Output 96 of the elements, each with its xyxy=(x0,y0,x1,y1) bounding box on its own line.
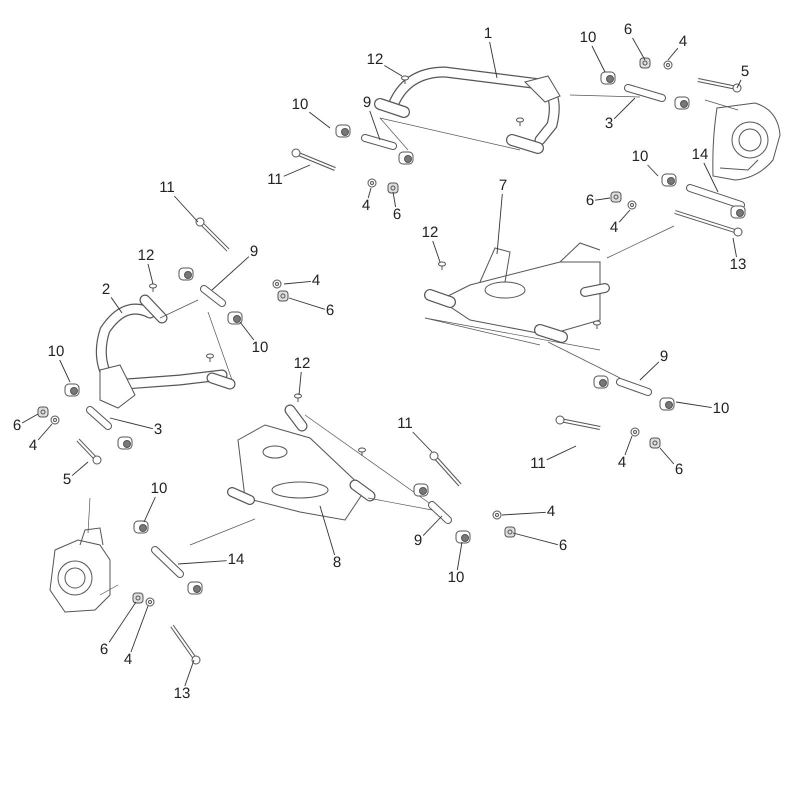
leader-line xyxy=(174,196,198,222)
leader-line xyxy=(284,281,312,284)
callout-number: 2 xyxy=(100,282,112,298)
callout-number: 13 xyxy=(728,257,748,273)
callout-number: 12 xyxy=(366,52,384,68)
callout-number: 12 xyxy=(420,225,440,241)
callout-number: 10 xyxy=(46,344,66,360)
callout-number: 10 xyxy=(630,149,650,165)
leader-line xyxy=(288,298,326,310)
callout-number: 4 xyxy=(546,504,556,520)
leader-line xyxy=(640,362,660,380)
callout-number: 9 xyxy=(248,244,260,260)
leader-line xyxy=(184,660,194,686)
leader-line xyxy=(647,164,658,176)
leader-line xyxy=(422,516,442,536)
callout-number: 9 xyxy=(362,95,372,111)
leader-line xyxy=(546,446,576,460)
callout-number: 3 xyxy=(152,422,164,438)
callout-number: 6 xyxy=(558,538,568,554)
callout-number: 6 xyxy=(98,642,110,658)
callout-number: 4 xyxy=(360,198,372,214)
callout-number: 3 xyxy=(604,116,614,132)
leader-line xyxy=(412,432,432,452)
leader-line xyxy=(308,112,330,128)
callout-number: 11 xyxy=(396,416,414,432)
leader-line xyxy=(148,264,154,284)
leader-line xyxy=(668,48,678,60)
leader-line xyxy=(732,238,737,258)
leader-line xyxy=(618,210,630,223)
callout-number: 10 xyxy=(578,30,598,46)
callout-number: 4 xyxy=(678,34,688,50)
leader-line xyxy=(320,506,336,556)
leader-line xyxy=(624,436,632,456)
callout-number: 4 xyxy=(28,438,38,454)
leader-line xyxy=(592,46,606,72)
callout-number: 4 xyxy=(608,220,620,236)
leader-line xyxy=(240,322,254,340)
leader-line xyxy=(369,110,380,140)
leader-line xyxy=(110,418,154,430)
leader-line xyxy=(22,414,38,424)
callout-number: 6 xyxy=(622,22,634,38)
leader-line xyxy=(512,532,558,546)
leader-line xyxy=(72,462,88,476)
leader-line xyxy=(632,38,646,60)
callout-number: 6 xyxy=(324,303,336,319)
leader-line xyxy=(384,65,402,76)
callout-number: 11 xyxy=(529,456,547,472)
callout-number: 4 xyxy=(616,455,628,471)
callout-number: 14 xyxy=(690,147,710,163)
leader-line xyxy=(130,606,148,652)
callout-number: 7 xyxy=(498,178,508,194)
callout-number: 6 xyxy=(12,418,22,434)
leader-line xyxy=(283,164,310,177)
callout-number: 10 xyxy=(150,481,168,497)
callout-number: 11 xyxy=(266,172,284,188)
leader-line xyxy=(703,162,718,192)
leader-line xyxy=(38,424,52,440)
callout-number: 10 xyxy=(250,340,270,356)
leader-line xyxy=(178,560,228,564)
leader-line xyxy=(660,448,674,464)
callout-number: 5 xyxy=(62,472,72,488)
leader-line xyxy=(502,512,546,516)
leader-line xyxy=(736,80,742,88)
callout-number: 9 xyxy=(412,533,424,549)
callout-number: 6 xyxy=(584,193,596,209)
leader-line xyxy=(368,188,372,198)
callout-number: 12 xyxy=(292,356,312,372)
callout-number: 12 xyxy=(136,248,156,264)
callout-number: 6 xyxy=(674,462,684,478)
leader-line xyxy=(298,372,302,396)
leader-line xyxy=(212,256,250,290)
callout-number: 10 xyxy=(446,570,466,586)
leader-line xyxy=(432,240,440,262)
leader-line xyxy=(456,542,462,570)
callout-number: 10 xyxy=(712,401,730,417)
leader-line xyxy=(614,98,636,120)
leader-line xyxy=(489,42,498,78)
callout-number: 5 xyxy=(740,64,750,80)
callout-number: 13 xyxy=(172,686,192,702)
callout-number: 6 xyxy=(392,207,402,223)
callout-number: 4 xyxy=(310,273,322,289)
callout-number: 9 xyxy=(658,349,670,365)
leader-line xyxy=(144,496,156,522)
leader-line xyxy=(110,296,122,314)
callout-number: 11 xyxy=(158,180,176,196)
callout-number: 4 xyxy=(122,652,134,668)
callout-number: 1 xyxy=(482,26,494,42)
leader-line xyxy=(496,194,503,254)
callout-number: 14 xyxy=(226,552,246,568)
leader-line xyxy=(59,360,70,382)
leader-line xyxy=(108,602,136,643)
leader-line xyxy=(392,192,396,208)
leader-line xyxy=(676,402,712,408)
callout-number: 8 xyxy=(332,555,342,571)
callout-number: 10 xyxy=(290,97,310,113)
leader-line xyxy=(594,198,610,201)
